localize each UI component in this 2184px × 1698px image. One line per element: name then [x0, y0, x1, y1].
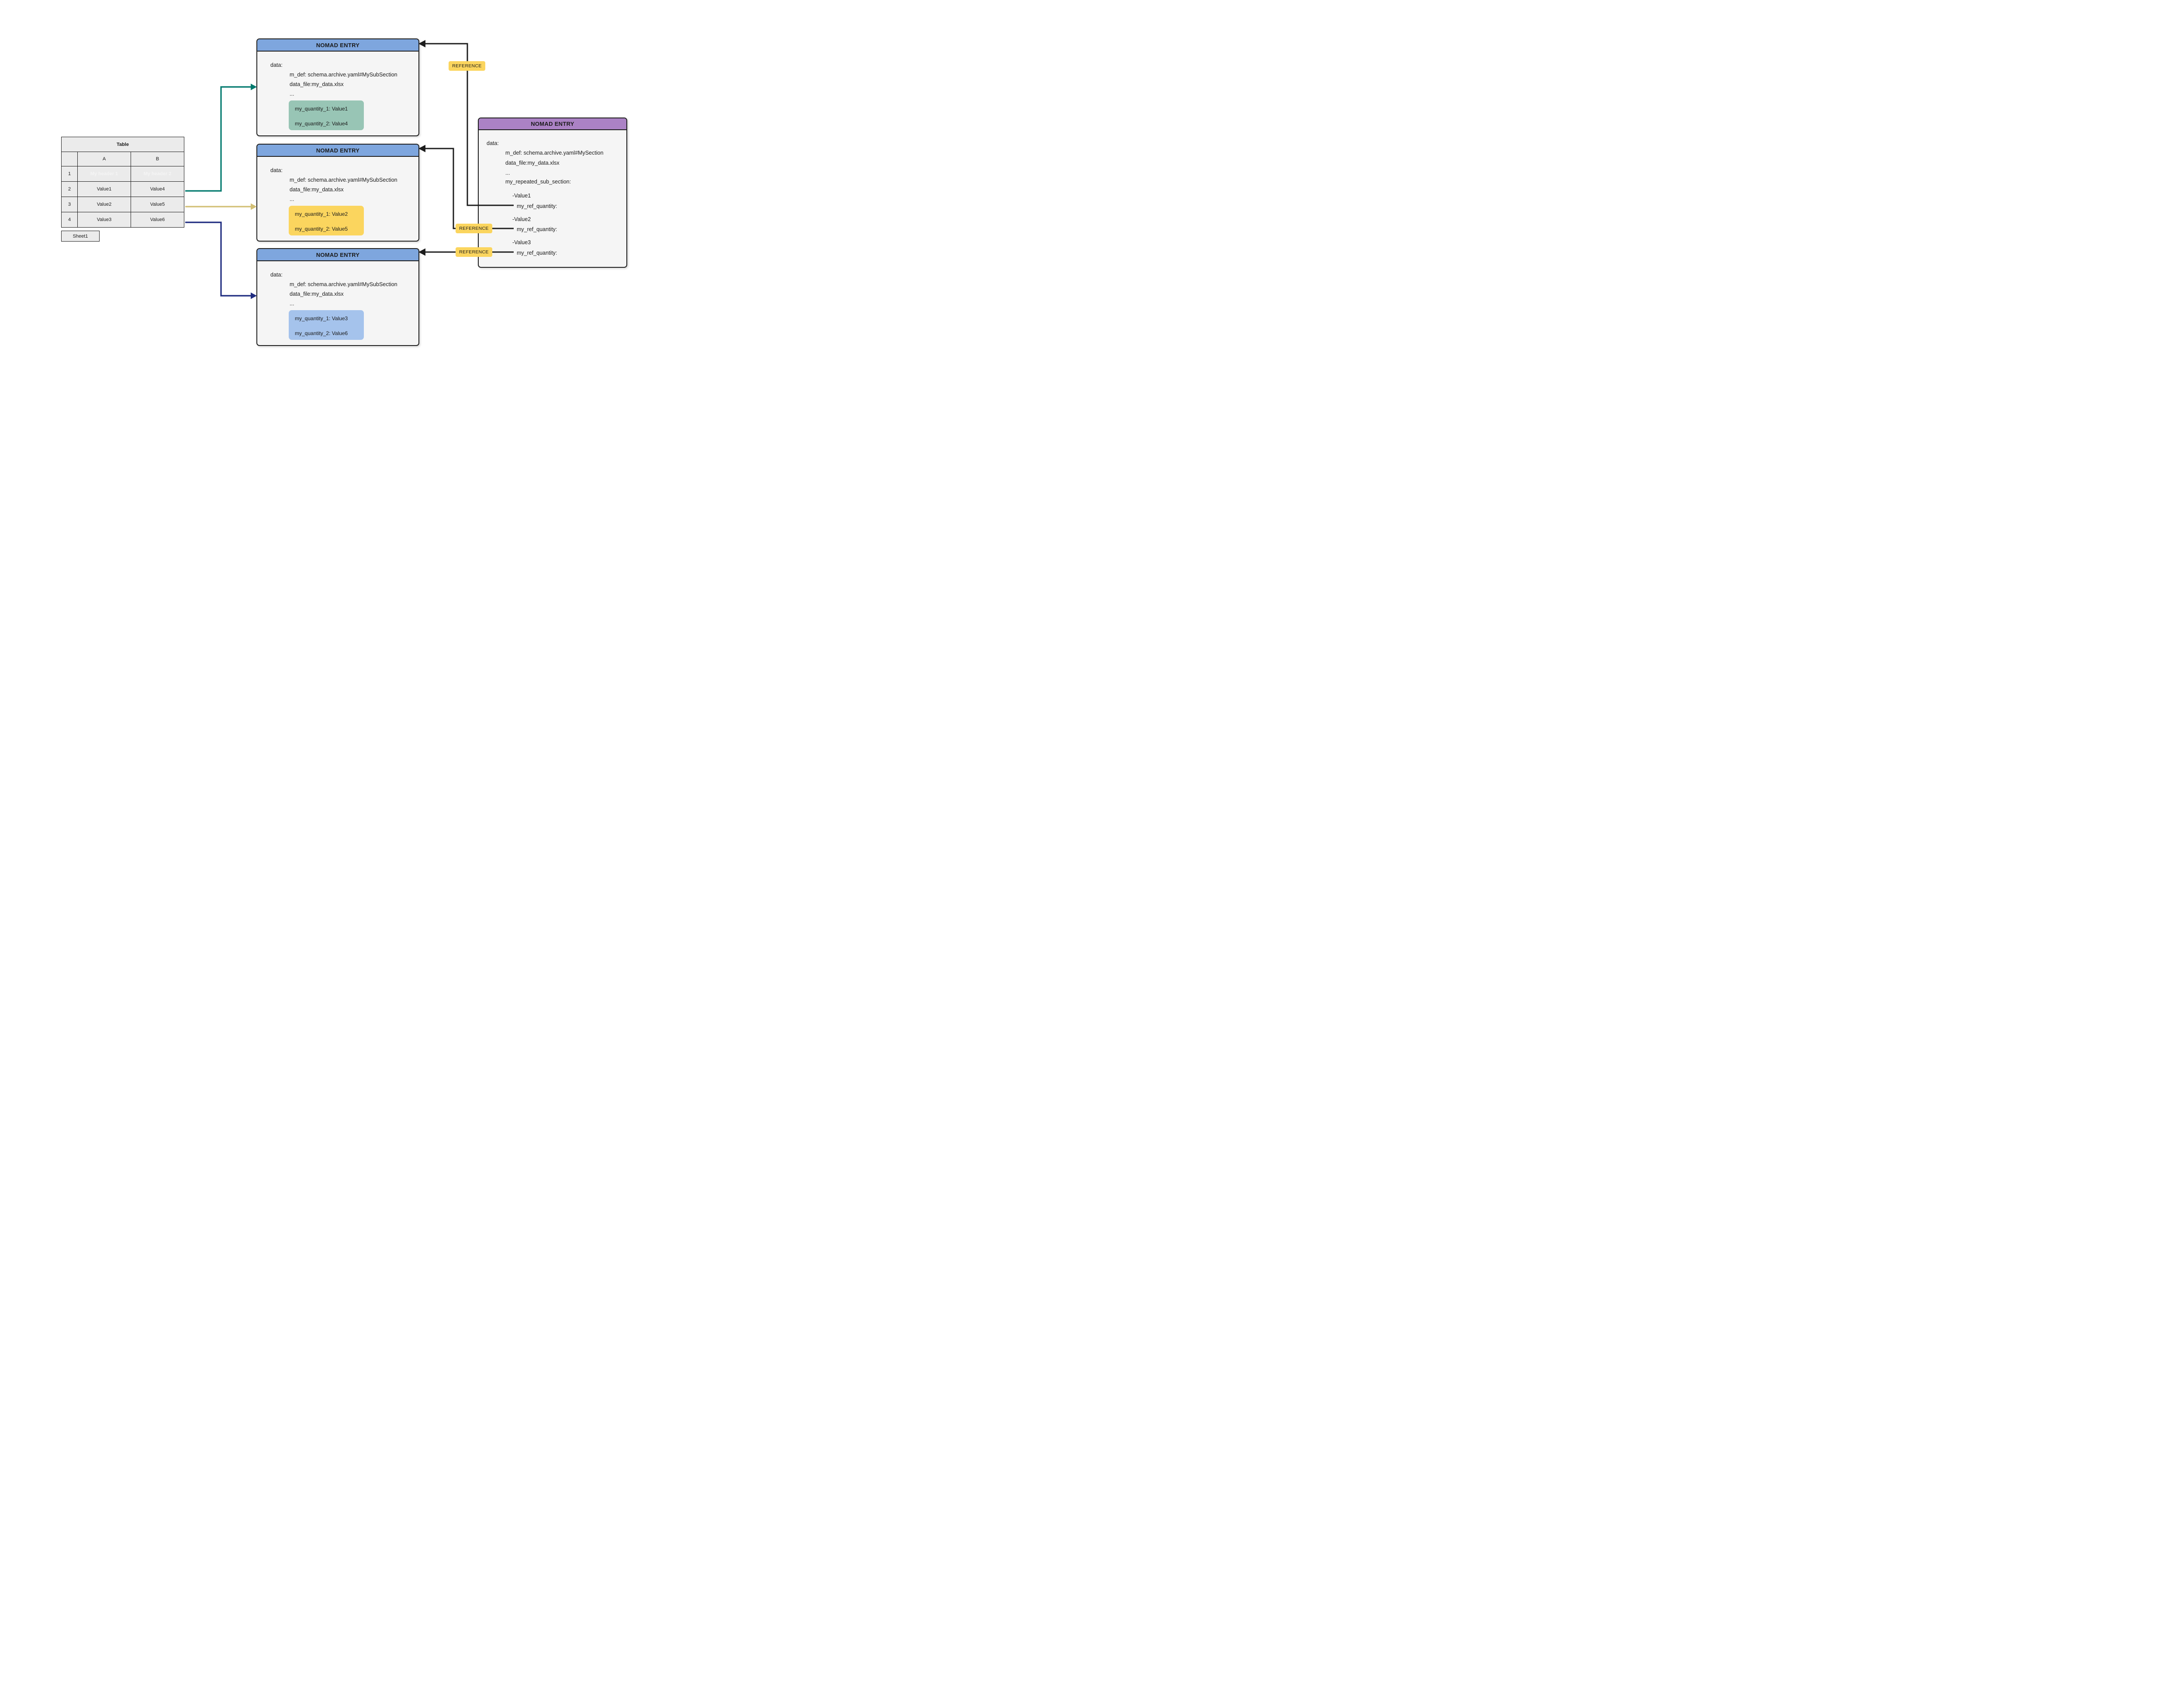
arrowhead-right-icon: [251, 292, 257, 299]
row-number: 2: [61, 181, 78, 197]
arrow-row3-to-entry2: [185, 203, 257, 210]
reference-badge-3: REFERENCE: [456, 247, 492, 257]
m-def-line: m_def: schema.archive.yaml#MySubSection: [290, 281, 397, 287]
entry-header: NOMAD ENTRY: [257, 249, 418, 261]
repeated-item-value: -Value3: [512, 239, 531, 246]
arrowhead-right-icon: [251, 83, 257, 90]
ref-quantity-label: my_ref_quantity:: [517, 203, 557, 209]
quantity-2: my_quantity_2: Value5: [295, 226, 348, 232]
reference-badge-2: REFERENCE: [456, 224, 492, 233]
arrowhead-left-icon: [418, 40, 425, 48]
repeated-item-value: -Value1: [512, 193, 531, 199]
table-title: Table: [61, 137, 184, 152]
column-header-a: A: [77, 152, 131, 166]
data-file-line: data_file:my_data.xlsx: [290, 81, 344, 87]
quantity-1: my_quantity_1: Value3: [295, 315, 348, 322]
ellipsis-line: ...: [290, 196, 294, 202]
quantity-box: my_quantity_1: Value2 my_quantity_2: Val…: [289, 206, 364, 235]
arrowhead-left-icon: [418, 145, 425, 152]
ellipsis-line: ...: [505, 170, 510, 176]
cell-a4: Value3: [77, 212, 131, 228]
cell-b1: My header 2: [131, 166, 184, 182]
cell-a3: Value2: [77, 197, 131, 212]
ellipsis-line: ...: [290, 301, 294, 307]
cell-b4: Value6: [131, 212, 184, 228]
quantity-1: my_quantity_1: Value1: [295, 106, 348, 112]
sheet-tab: Sheet1: [61, 231, 100, 242]
m-def-line: m_def: schema.archive.yaml#MySection: [505, 150, 604, 156]
nomad-entry-subsection-2: NOMAD ENTRY data: m_def: schema.archive.…: [256, 144, 419, 242]
table-row: 4 Value3 Value6: [61, 212, 184, 228]
data-label: data:: [270, 167, 283, 173]
m-def-line: m_def: schema.archive.yaml#MySubSection: [290, 72, 397, 78]
ellipsis-line: ...: [290, 91, 294, 97]
data-file-line: data_file:my_data.xlsx: [290, 291, 344, 297]
nomad-entry-section: NOMAD ENTRY data: m_def: schema.archive.…: [478, 118, 627, 268]
arrow-row4-to-entry3: [185, 221, 257, 299]
diagram-canvas: Table A B 1 My header 1 My header 2 2 Va…: [0, 0, 681, 383]
cell-b2: Value4: [131, 181, 184, 197]
entry-header: NOMAD ENTRY: [257, 39, 418, 52]
ref-quantity-label: my_ref_quantity:: [517, 226, 557, 232]
row-number: 1: [61, 166, 78, 182]
table-corner-cell: [61, 152, 78, 166]
quantity-box: my_quantity_1: Value3 my_quantity_2: Val…: [289, 310, 364, 340]
sub-section-label: my_repeated_sub_section:: [505, 179, 571, 185]
data-file-line: data_file:my_data.xlsx: [505, 160, 560, 166]
data-label: data:: [487, 140, 499, 146]
cell-b3: Value5: [131, 197, 184, 212]
arrow-row2-to-entry1: [185, 83, 257, 192]
table-row: 1 My header 1 My header 2: [61, 166, 184, 182]
quantity-box: my_quantity_1: Value1 my_quantity_2: Val…: [289, 100, 364, 130]
data-label: data:: [270, 62, 283, 68]
data-label: data:: [270, 272, 283, 278]
arrowhead-right-icon: [251, 203, 257, 210]
row-number: 3: [61, 197, 78, 212]
data-file-line: data_file:my_data.xlsx: [290, 187, 344, 193]
quantity-1: my_quantity_1: Value2: [295, 211, 348, 217]
reference-badge-1: REFERENCE: [449, 61, 485, 71]
quantity-2: my_quantity_2: Value6: [295, 330, 348, 336]
ref-quantity-label: my_ref_quantity:: [517, 250, 557, 256]
quantity-2: my_quantity_2: Value4: [295, 121, 348, 127]
cell-a1: My header 1: [77, 166, 131, 182]
row-number: 4: [61, 212, 78, 228]
m-def-line: m_def: schema.archive.yaml#MySubSection: [290, 177, 397, 183]
column-header-b: B: [131, 152, 184, 166]
entry-header: NOMAD ENTRY: [479, 118, 626, 130]
cell-a2: Value1: [77, 181, 131, 197]
table-row: 2 Value1 Value4: [61, 181, 184, 197]
spreadsheet-table: Table A B 1 My header 1 My header 2 2 Va…: [61, 137, 184, 228]
entry-header: NOMAD ENTRY: [257, 145, 418, 157]
nomad-entry-subsection-3: NOMAD ENTRY data: m_def: schema.archive.…: [256, 248, 419, 346]
table-row: 3 Value2 Value5: [61, 197, 184, 212]
arrowhead-left-icon: [418, 248, 425, 256]
nomad-entry-subsection-1: NOMAD ENTRY data: m_def: schema.archive.…: [256, 38, 419, 136]
repeated-item-value: -Value2: [512, 216, 531, 222]
